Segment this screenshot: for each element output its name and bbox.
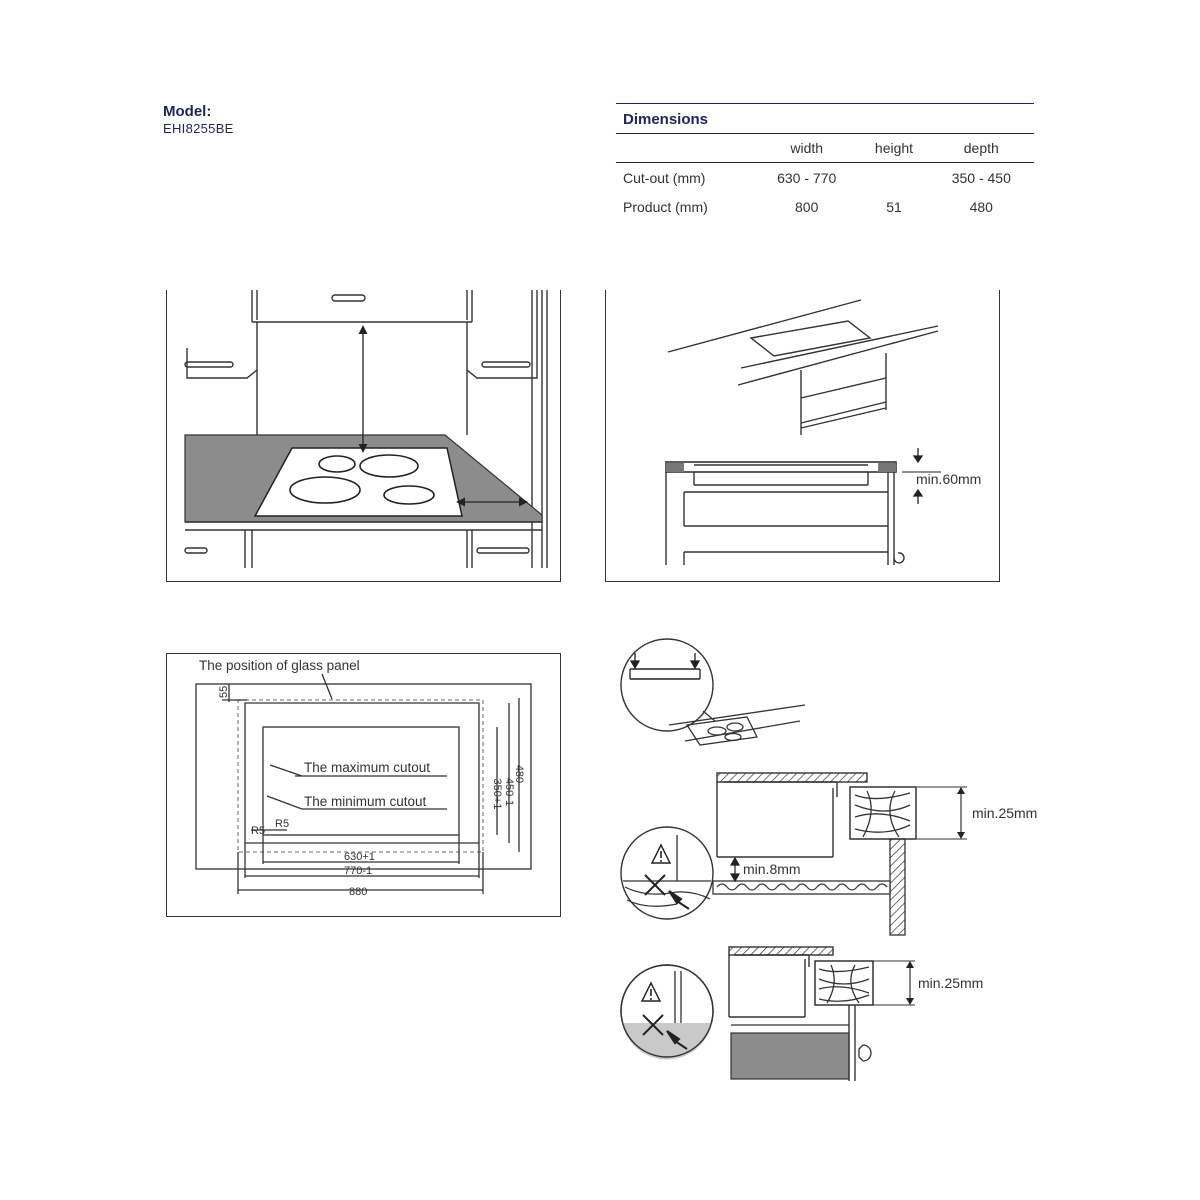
cell-width: 630 - 770 — [777, 169, 837, 186]
min-8mm-label: min.8mm — [743, 861, 801, 877]
min-25mm-top-label: min.25mm — [972, 805, 1037, 821]
col-depth: depth — [928, 134, 1034, 163]
table-row: Product (mm) 800 51 480 — [616, 192, 1034, 221]
dimensions-table: Dimensions width height depth Cut-out (m… — [616, 103, 1034, 221]
clearance-drawing: min.25mm min.8mm — [620, 638, 1037, 1081]
kitchen-installation-diagram — [166, 290, 561, 582]
cutout-plan-diagram: The position of glass panel The maximum … — [166, 653, 561, 917]
height-350-label: 350+1 — [491, 779, 503, 810]
min-25mm-bottom-label: min.25mm — [918, 975, 983, 991]
cell-height — [859, 163, 928, 193]
section-drawing: min.60mm — [665, 299, 981, 565]
r5-label-b: R5 — [251, 825, 265, 837]
model-label: Model: — [163, 103, 212, 120]
min-60mm-label: min.60mm — [916, 471, 981, 487]
cell-width: 800 — [795, 198, 819, 215]
r5-label-a: R5 — [275, 818, 289, 830]
cell-height: 51 — [886, 198, 902, 215]
height-450-label: 450-1 — [503, 778, 515, 806]
dimensions-title: Dimensions — [616, 104, 1034, 134]
width-880-label: 880 — [349, 886, 367, 898]
row-label: Product (mm) — [623, 198, 708, 215]
installation-section-diagram: min.60mm — [605, 290, 1000, 582]
row-label: Cut-out (mm) — [623, 169, 706, 186]
max-cutout-label: The maximum cutout — [304, 760, 430, 775]
table-row: Cut-out (mm) 630 - 770 350 - 450 — [616, 163, 1034, 193]
cell-depth: 480 — [969, 198, 993, 215]
min-cutout-label: The minimum cutout — [304, 794, 427, 809]
dim-55-label: 55 — [218, 686, 230, 698]
cell-depth: 350 - 450 — [951, 169, 1011, 186]
col-width: width — [754, 134, 860, 163]
width-630-label: 630+1 — [344, 851, 375, 863]
width-770-label: 770-1 — [344, 865, 372, 877]
col-blank — [616, 134, 754, 163]
model-value: EHI8255BE — [163, 121, 234, 136]
col-height: height — [859, 134, 929, 163]
glass-panel-label: The position of glass panel — [199, 658, 360, 673]
kitchen-drawing — [184, 290, 548, 568]
cutout-drawing: The position of glass panel The maximum … — [195, 658, 532, 898]
clearance-details-diagram: min.25mm min.8mm — [605, 625, 1055, 1085]
height-480-label: 480 — [513, 765, 525, 783]
